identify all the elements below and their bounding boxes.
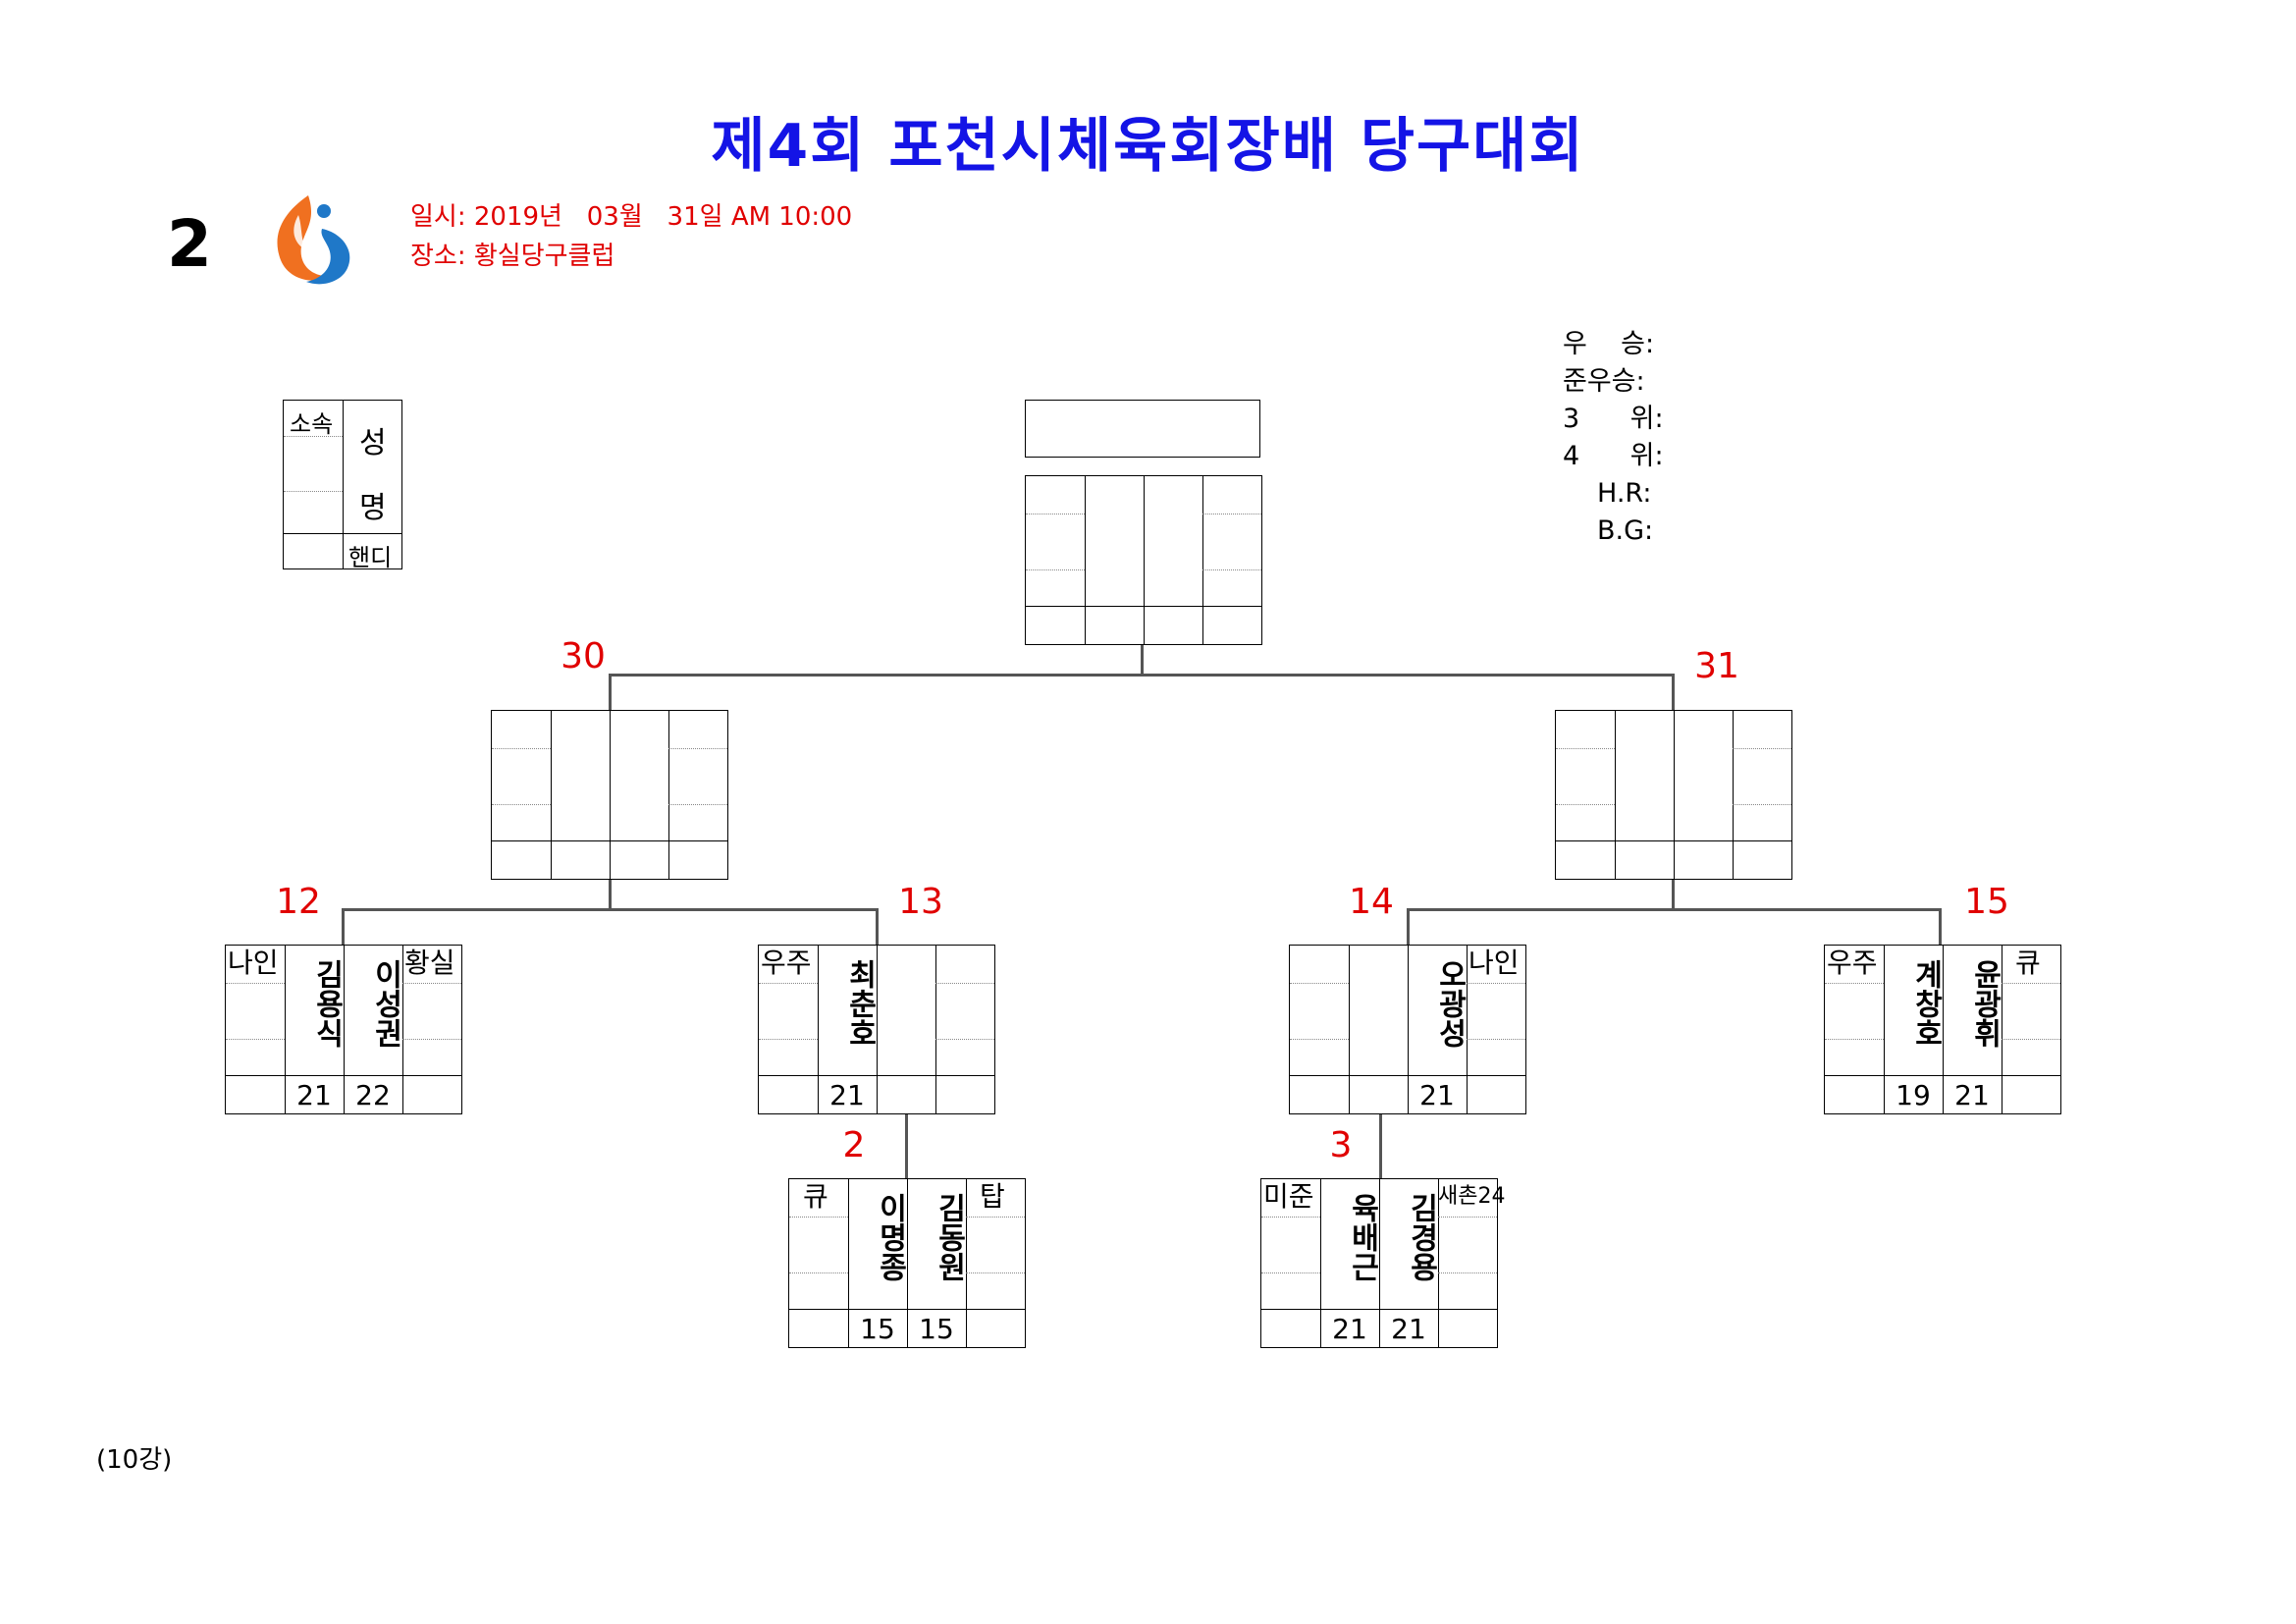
match-number-31: 31 — [1694, 646, 1739, 686]
match-number-14: 14 — [1349, 882, 1394, 922]
right-affiliation: 큐 — [2015, 947, 2041, 979]
match-box-31 — [1555, 710, 1792, 880]
legend-name-bottom: 명 — [359, 491, 387, 525]
bracket-line — [1407, 908, 1410, 946]
match-number-2: 2 — [842, 1125, 866, 1165]
player-name: 김경용 — [1404, 1193, 1438, 1281]
player-score: 21 — [1419, 1079, 1455, 1111]
player-name: 최춘호 — [842, 959, 877, 1048]
match-box-14: 나인 오광성 21 — [1289, 945, 1526, 1114]
result-bg: B.G: — [1597, 515, 1654, 546]
results-panel: 우 승: 준우승: 3 위: 4 위: H.R: B.G: — [1563, 326, 1664, 550]
right-affiliation: 새촌24 — [1438, 1184, 1506, 1209]
bracket-line — [1939, 908, 1942, 946]
bracket-line — [876, 908, 879, 946]
bracket-line — [1672, 879, 1675, 911]
bracket-line — [342, 908, 879, 911]
left-affiliation: 큐 — [803, 1180, 828, 1213]
match-box-final — [1025, 475, 1262, 645]
player-name: 김동원 — [932, 1193, 966, 1281]
bracket-line — [1672, 674, 1675, 711]
right-affiliation: 황실 — [404, 947, 455, 979]
player-score: 19 — [1896, 1079, 1931, 1111]
champion-box — [1025, 400, 1260, 458]
left-affiliation: 우주 — [761, 947, 812, 979]
place-info: 장소: 황실당구클럽 — [410, 242, 615, 271]
player-name: 이성권 — [368, 959, 402, 1048]
round-label: (10강) — [96, 1445, 173, 1475]
player-name: 오광성 — [1432, 959, 1467, 1048]
match-box-3: 미준 새촌24 육배근 김경용 21 21 — [1260, 1178, 1506, 1348]
left-affiliation: 나인 — [228, 947, 279, 979]
match-number-30: 30 — [561, 636, 606, 677]
legend-handicap: 핸디 — [348, 544, 393, 571]
match-number-3: 3 — [1329, 1125, 1353, 1165]
legend-name-top: 성 — [359, 426, 387, 460]
player-name: 김용식 — [309, 959, 344, 1048]
result-hr: H.R: — [1597, 478, 1652, 509]
bracket-line — [1141, 644, 1144, 677]
legend-affiliation: 소속 — [290, 410, 334, 438]
left-affiliation: 미준 — [1263, 1180, 1314, 1213]
player-name: 계창호 — [1908, 959, 1943, 1048]
player-score: 21 — [1391, 1313, 1426, 1345]
match-box-2: 큐 탑 이명종 김동원 15 15 — [788, 1178, 1026, 1348]
match-box-12: 나인 황실 김용식 이성권 21 22 — [225, 945, 462, 1114]
bracket-line — [609, 674, 612, 711]
result-winner: 우 승: — [1563, 329, 1655, 359]
player-score: 21 — [1954, 1079, 1990, 1111]
page-title: 제4회 포천시체육회장배 당구대회 — [711, 112, 1585, 181]
match-box-30 — [491, 710, 728, 880]
result-fourth: 4 위: — [1563, 441, 1664, 471]
right-affiliation: 탑 — [980, 1180, 1005, 1213]
flame-logo-icon — [277, 195, 350, 285]
bracket-line — [342, 908, 345, 946]
bracket-line — [1407, 908, 1942, 911]
match-number-12: 12 — [276, 882, 321, 922]
match-number-15: 15 — [1964, 882, 2009, 922]
match-number-13: 13 — [898, 882, 943, 922]
match-box-13: 우주 최춘호 21 — [758, 945, 995, 1114]
player-score: 21 — [1332, 1313, 1367, 1345]
left-affiliation: 우주 — [1827, 947, 1878, 979]
result-runner-up: 준우승: — [1563, 366, 1645, 397]
date-info: 일시: 2019년 03월 31일 AM 10:00 — [410, 202, 853, 232]
player-name: 육배근 — [1345, 1193, 1379, 1281]
match-box-15: 우주 큐 계창호 윤광휘 19 21 — [1824, 945, 2061, 1114]
group-number: 2 — [167, 206, 212, 282]
bracket-line — [609, 674, 1675, 677]
player-score: 15 — [860, 1313, 895, 1345]
bracket-line — [609, 879, 612, 911]
player-name: 윤광휘 — [1967, 959, 2002, 1048]
bracket-line — [905, 1112, 908, 1179]
player-score: 21 — [296, 1079, 332, 1111]
legend-box: 소속 성 명 핸디 — [283, 400, 402, 571]
bracket-line — [1379, 1112, 1382, 1179]
player-name: 이명종 — [873, 1193, 907, 1281]
player-score: 21 — [829, 1079, 865, 1111]
right-affiliation: 나인 — [1468, 947, 1520, 979]
result-third: 3 위: — [1563, 404, 1664, 434]
player-score: 15 — [919, 1313, 954, 1345]
player-score: 22 — [355, 1079, 391, 1111]
